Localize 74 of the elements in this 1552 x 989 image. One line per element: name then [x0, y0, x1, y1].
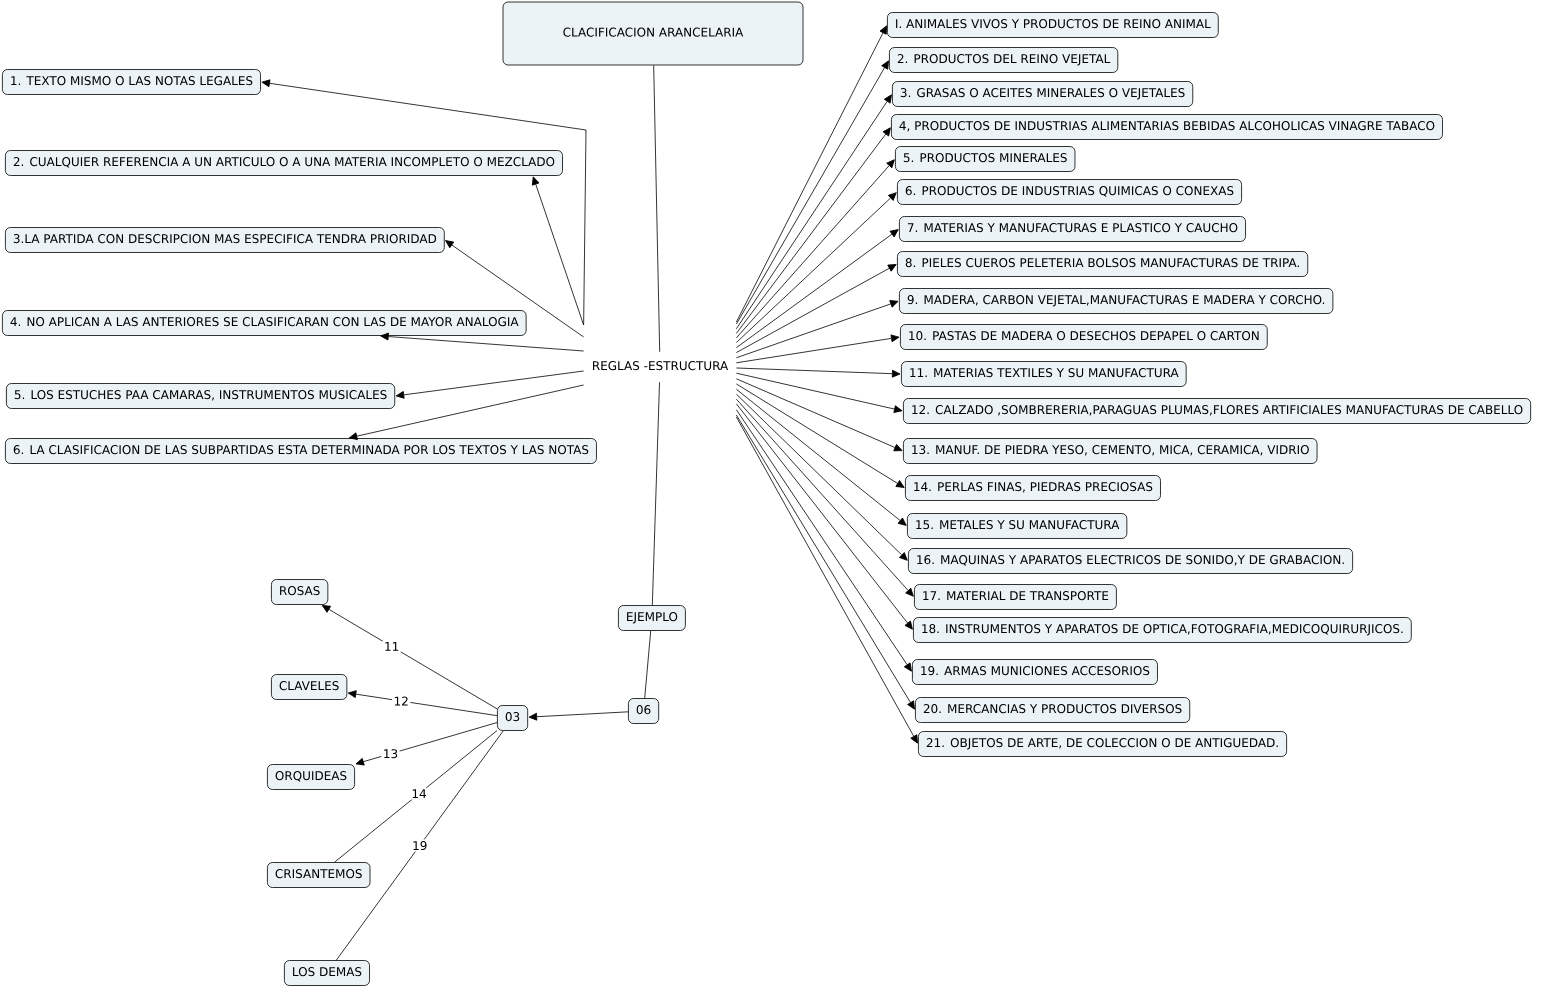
arrow: [736, 127, 891, 334]
concept-box: 06: [628, 698, 660, 724]
concept-box: 17. MATERIAL DE TRANSPORTE: [914, 584, 1117, 610]
concept-box: 13. MANUF. DE PIEDRA YESO, CEMENTO, MICA, CERAMICA, VIDRIO: [903, 438, 1318, 464]
connector-line: [334, 730, 498, 863]
concept-box: CRISANTEMOS: [267, 862, 371, 888]
arrow: [736, 388, 907, 526]
arrow: [380, 332, 585, 352]
concept-box: 6. PRODUCTOS DE INDUSTRIAS QUIMICAS O CONEXAS: [897, 179, 1242, 205]
concept-box: 10. PASTAS DE MADERA O DESECHOS DEPAPEL O CARTON: [900, 324, 1268, 350]
concept-box: LOS DEMAS: [284, 960, 370, 986]
arrow: [347, 690, 498, 717]
concept-box: ROSAS: [271, 579, 329, 605]
edge-label: 14: [409, 787, 429, 800]
concept-box: 2. PRODUCTOS DEL REINO VEJETAL: [889, 47, 1119, 73]
concept-box: I. ANIMALES VIVOS Y PRODUCTOS DE REINO ANIMAL: [887, 12, 1219, 38]
arrow: [736, 409, 912, 672]
connector-line: [335, 730, 504, 961]
concept-box: 2. CUALQUIER REFERENCIA A UN ARTICULO O A UNA MATERIA INCOMPLETO O MEZCLADO: [5, 150, 563, 176]
arrow: [445, 240, 585, 338]
edge-label: 11: [382, 640, 401, 653]
arrow: [736, 159, 895, 339]
concept-box: 8. PIELES CUEROS PELETERIA BOLSOS MANUFACTURAS DE TRIPA.: [897, 251, 1309, 277]
concept-box: 12. CALZADO ,SOMBRERERIA,PARAGUAS PLUMAS,FLORES ARTIFICIALES MANUFACTURAS DE CABELLO: [903, 398, 1532, 424]
concept-box: 6. LA CLASIFICACION DE LAS SUBPARTIDAS ESTA DETERMINADA POR LOS TEXTOS Y LAS NOTAS: [5, 438, 597, 464]
connector-line: [653, 65, 661, 353]
concept-box: 20. MERCANCIAS Y PRODUCTOS DIVERSOS: [915, 697, 1191, 723]
concept-box: 5. PRODUCTOS MINERALES: [895, 146, 1076, 172]
concept-box: 18. INSTRUMENTOS Y APARATOS DE OPTICA,FOTOGRAFIA,MEDICOQUIRURJICOS.: [913, 617, 1412, 643]
arrow: [736, 192, 897, 343]
concept-box: 4. NO APLICAN A LAS ANTERIORES SE CLASIFICARAN CON LAS DE MAYOR ANALOGIA: [2, 310, 527, 336]
concept-box: 14. PERLAS FINAS, PIEDRAS PRECIOSAS: [905, 475, 1161, 501]
arrow: [736, 334, 900, 364]
concept-box: ORQUIDEAS: [267, 764, 355, 790]
concept-box: 21. OBJETOS DE ARTE, DE COLECCION O DE ANTIGUEDAD.: [918, 731, 1287, 757]
connector-line: [651, 381, 660, 606]
connector-line: [644, 630, 652, 699]
arrow: [321, 605, 498, 710]
arrow: [355, 722, 498, 766]
arrow: [736, 367, 901, 378]
concept-box: CLACIFICACION ARANCELARIA: [502, 1, 804, 66]
concept-box: 15. METALES Y SU MANUFACTURA: [907, 513, 1128, 539]
arrow: [736, 300, 899, 359]
arrow: [736, 372, 903, 413]
arrow: [736, 264, 897, 353]
concept-box: 03: [497, 705, 529, 731]
edge-label: 13: [381, 747, 400, 760]
arrow: [348, 384, 585, 440]
concept-box: EJEMPLO: [618, 605, 686, 631]
concept-box: 3.LA PARTIDA CON DESCRIPCION MAS ESPECIFICA TENDRA PRIORIDAD: [5, 227, 445, 253]
concept-text: REGLAS -ESTRUCTURA: [593, 361, 729, 371]
arrow: [532, 176, 585, 326]
arrow: [736, 383, 905, 488]
concept-box: CLAVELES: [271, 674, 348, 700]
concept-box: 7. MATERIAS Y MANUFACTURAS E PLASTICO Y CAUCHO: [899, 216, 1246, 242]
concept-box: 16. MAQUINAS Y APARATOS ELECTRICOS DE SONIDO,Y DE GRABACION.: [908, 548, 1353, 574]
edge-label: 12: [392, 695, 411, 707]
concept-box: 11. MATERIAS TEXTILES Y SU MANUFACTURA: [901, 361, 1187, 387]
arrow: [736, 229, 899, 349]
arrow: [736, 378, 903, 452]
concept-box: 19. ARMAS MUNICIONES ACCESORIOS: [912, 659, 1158, 685]
concept-box: 9. MADERA, CARBON VEJETAL,MANUFACTURAS E MADERA Y CORCHO.: [899, 288, 1334, 314]
arrow: [528, 711, 629, 721]
arrow: [736, 403, 913, 630]
concept-box: 4, PRODUCTOS DE INDUSTRIAS ALIMENTARIAS BEBIDAS ALCOHOLICAS VINAGRE TABACO: [891, 114, 1443, 140]
concept-box: 1. TEXTO MISMO O LAS NOTAS LEGALES: [2, 69, 261, 95]
arrow: [395, 370, 585, 399]
arrow: [736, 393, 908, 561]
edge-label: 19: [410, 839, 429, 852]
arrow: [736, 398, 914, 597]
arrow: [736, 94, 892, 330]
concept-box: 3. GRASAS O ACEITES MINERALES O VEJETALES: [892, 81, 1194, 107]
concept-box: 5. LOS ESTUCHES PAA CAMARAS, INSTRUMENTOS MUSICALES: [6, 383, 396, 409]
arrow: [261, 79, 587, 326]
